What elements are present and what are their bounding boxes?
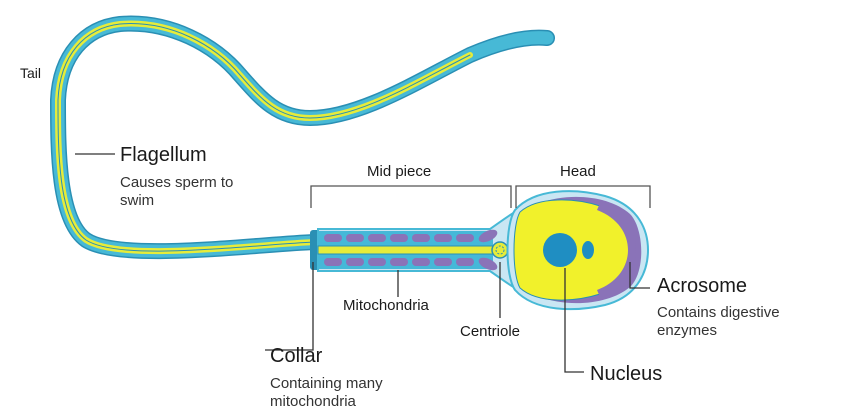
collar-desc-line-2: mitochondria — [270, 393, 357, 410]
centriole-label: Centriole — [460, 323, 520, 340]
acrosome-desc-line-1: Contains digestive — [657, 304, 780, 321]
collar-label: Collar — [270, 345, 323, 367]
acrosome-leader — [629, 262, 650, 289]
brackets — [310, 185, 651, 208]
collar-desc-line-1: Containing many — [270, 375, 383, 392]
acrosome-label: Acrosome — [657, 275, 747, 297]
acrosome-desc-line-2: enzymes — [657, 322, 717, 339]
head — [506, 190, 650, 311]
nucleolus — [582, 241, 594, 259]
mitochondria-bottom-row — [324, 258, 474, 266]
centriole — [491, 241, 509, 259]
mid-piece — [310, 210, 516, 290]
leader-lines — [75, 153, 650, 373]
head-bracket — [515, 185, 651, 208]
nucleus-label: Nucleus — [590, 363, 662, 385]
flagellum-desc-line-2: swim — [120, 192, 154, 209]
nucleus — [543, 233, 577, 267]
flagellum-label: Flagellum — [120, 144, 207, 166]
flagellum-desc-line-1: Causes sperm to — [120, 174, 233, 191]
collar-leader — [265, 262, 314, 351]
mid-piece-label: Mid piece — [367, 163, 431, 180]
mitochondria-label: Mitochondria — [343, 297, 430, 314]
nucleus-leader — [564, 268, 584, 373]
head-label: Head — [560, 163, 596, 180]
tail — [49, 15, 555, 260]
mid-piece-bracket — [310, 185, 512, 208]
mitochondria-top-row — [324, 234, 474, 242]
tail-label: Tail — [20, 65, 41, 81]
